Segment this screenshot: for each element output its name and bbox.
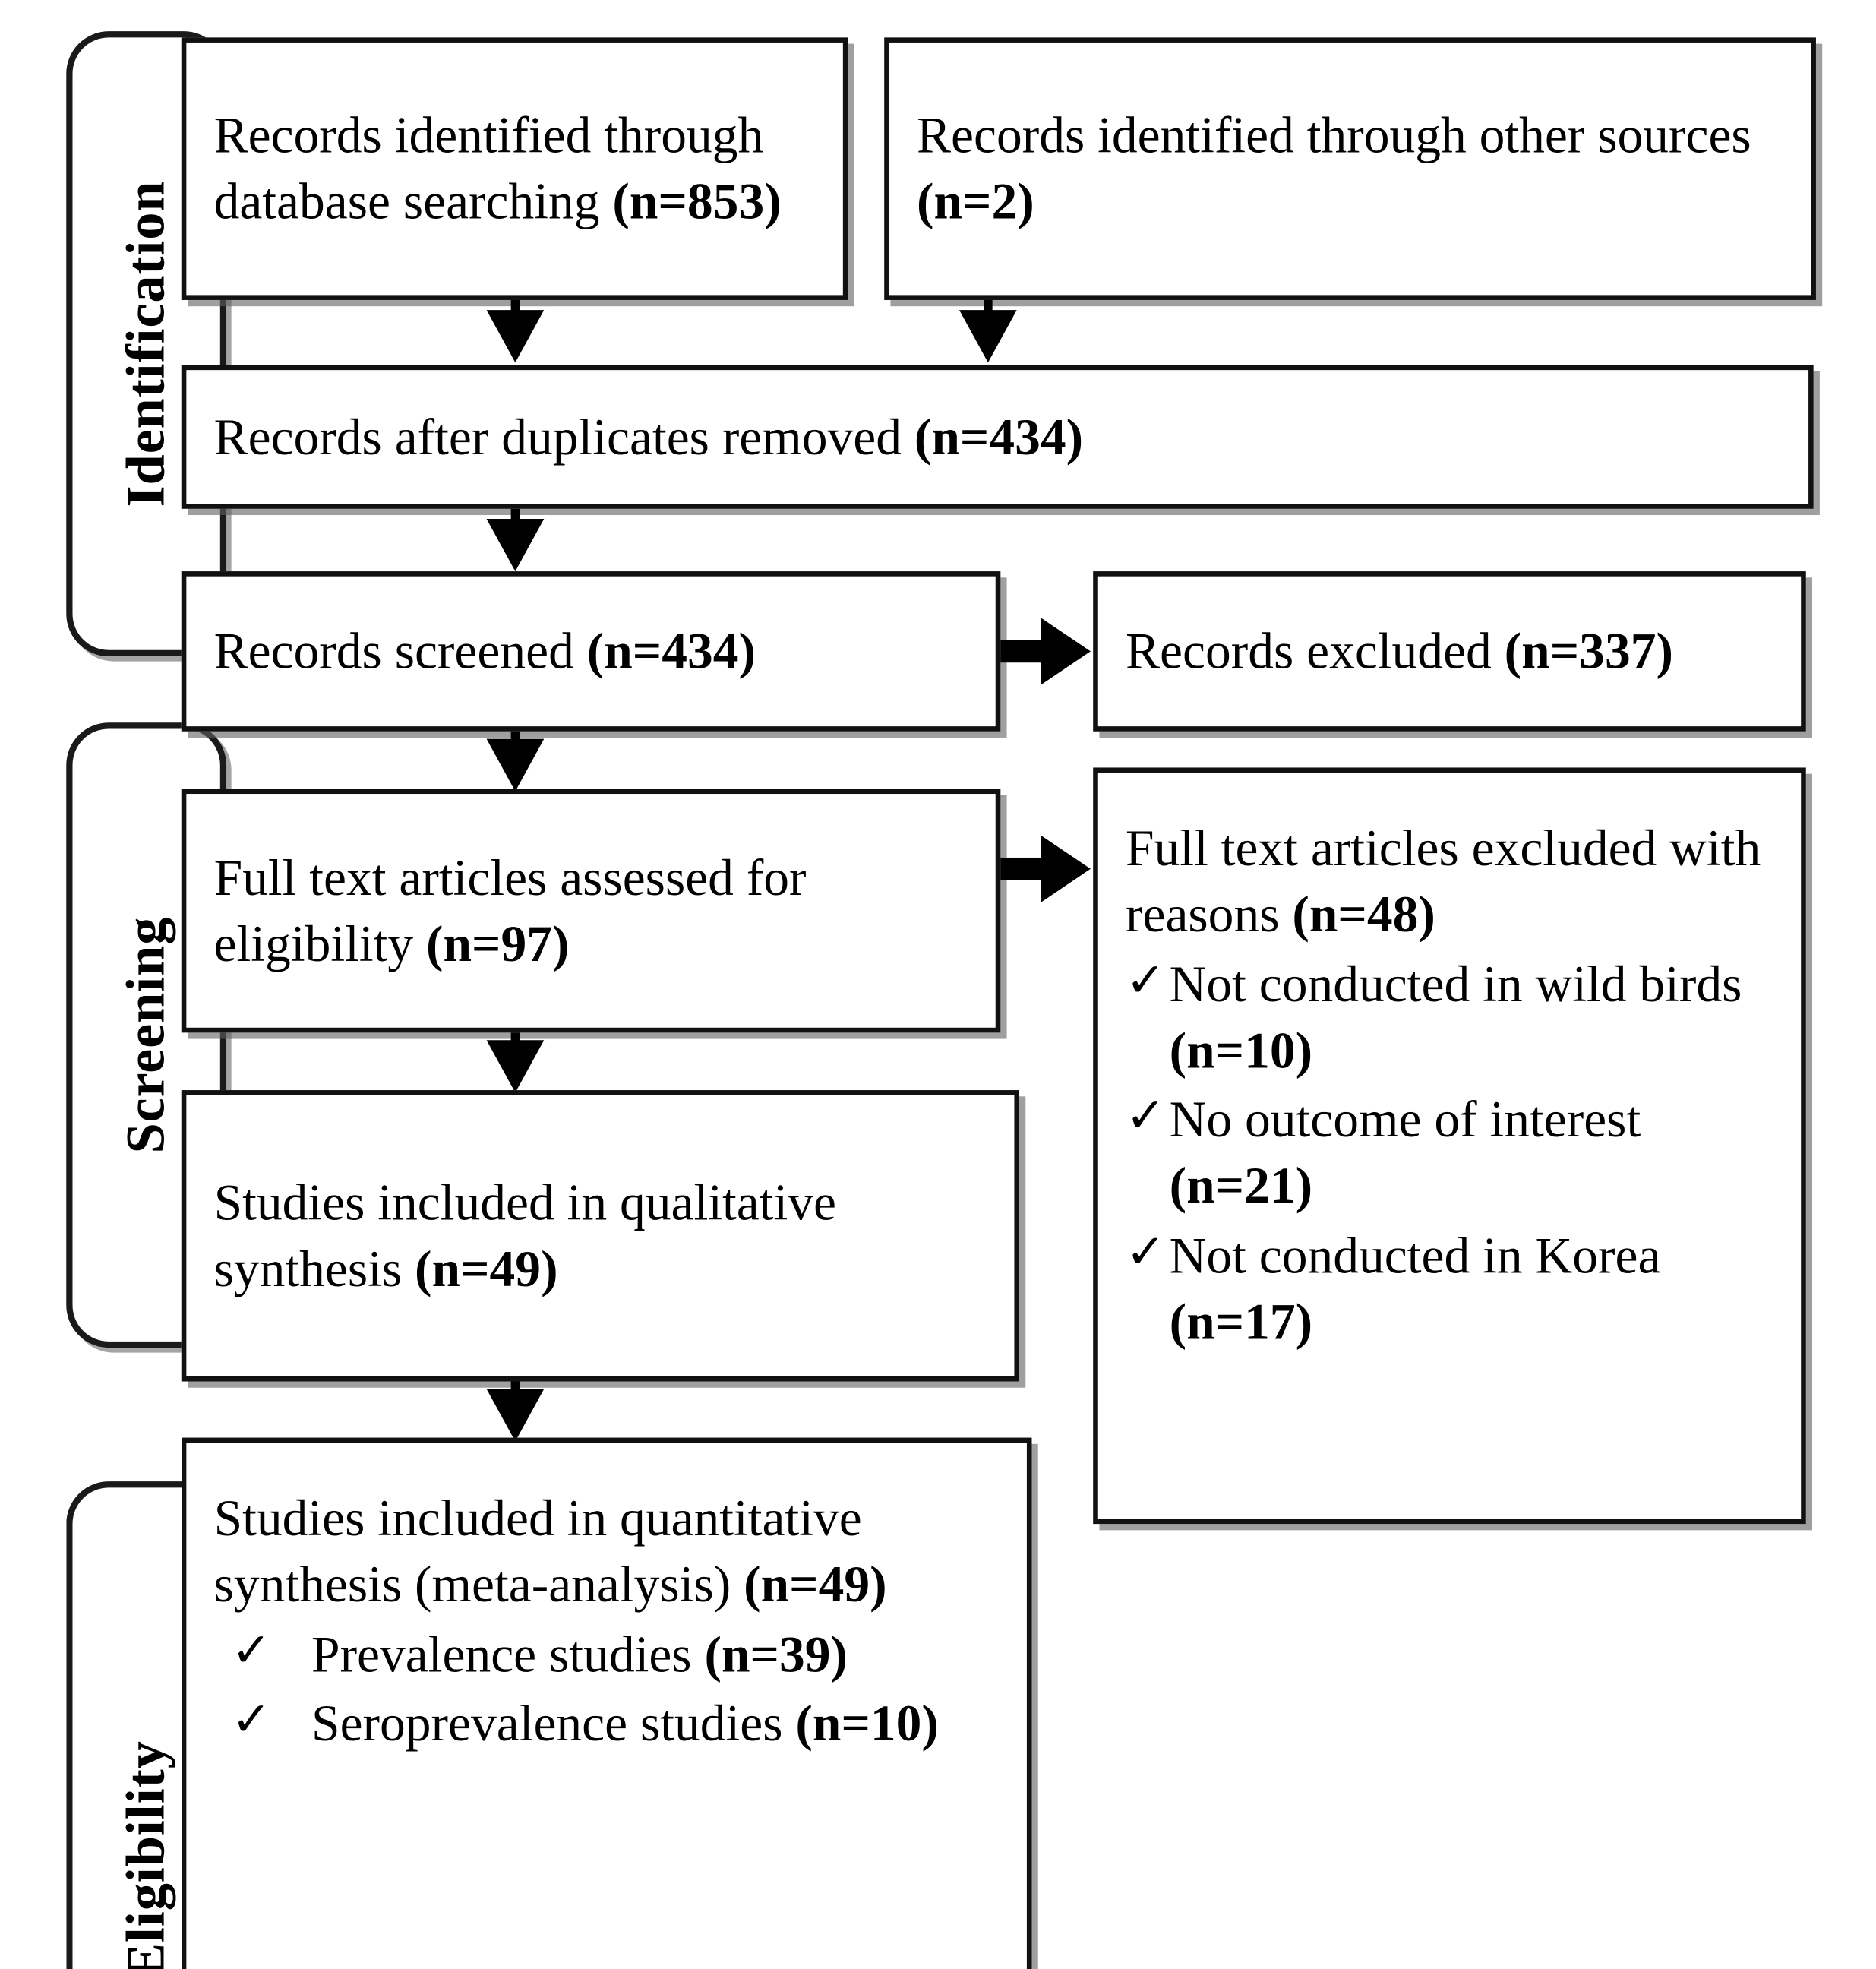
check-icon: ✓ [231,1624,272,1677]
box-quantitative-synthesis-text: Studies included in quantitative synthes… [186,1443,1027,1756]
check-icon: ✓ [1126,954,1166,1007]
box-qualitative-synthesis: Studies included in qualitative synthesi… [181,1090,1020,1382]
box-records-identified-other: Records identified through other sources… [884,37,1816,300]
box-records-screened-text: Records screened (n=434) [213,621,756,680]
list-item-reason-not-korea: ✓Not conducted in Korea (n=17) [1126,1222,1773,1355]
check-icon: ✓ [1126,1226,1166,1279]
arrow-down-icon [486,310,545,363]
list-item-seroprevalence-studies: ✓Seroprevalence studies (n=10) [214,1690,1000,1757]
box-fulltext-assessed: Full text articles assessed for eligibil… [181,789,1001,1033]
stage-eligibility-label: Eligibility [115,1740,177,1969]
arrow-right-icon [1041,835,1091,903]
arrow-right-icon [1041,617,1091,685]
list-item-reason-no-outcome: ✓No outcome of interest (n=21) [1126,1086,1773,1219]
box-records-excluded-text: Records excluded (n=337) [1126,621,1673,680]
check-icon: ✓ [231,1693,272,1746]
stage-identification-label: Identification [115,180,177,507]
box-records-identified-database: Records identified through database sear… [181,37,848,300]
box-records-identified-database-text: Records identified through database sear… [213,106,782,230]
box-fulltext-assessed-text: Full text articles assessed for eligibil… [213,848,807,972]
list-item-reason-wild-birds: ✓Not conducted in wild birds (n=10) [1126,951,1773,1084]
box-fulltext-excluded: Full text articles excluded with reasons… [1093,767,1806,1525]
box-records-excluded: Records excluded (n=337) [1093,571,1806,732]
stage-screening-label: Screening [115,916,177,1154]
box-records-after-duplicates: Records after duplicates removed (n=434) [181,365,1814,509]
arrow-down-icon [486,1389,545,1442]
box-fulltext-excluded-text: Full text articles excluded with reasons… [1098,773,1801,1356]
arrow-down-icon [486,1040,545,1093]
box-records-screened: Records screened (n=434) [181,571,1001,732]
arrow-down-icon [486,518,545,572]
box-qualitative-synthesis-text: Studies included in qualitative synthesi… [213,1173,836,1297]
arrow-down-icon [486,738,545,792]
list-item-prevalence-studies: ✓Prevalence studies (n=39) [214,1621,1000,1688]
box-records-identified-other-text: Records identified through other sources… [917,106,1751,230]
box-records-after-duplicates-text: Records after duplicates removed (n=434) [213,407,1084,465]
arrow-down-icon [959,310,1017,363]
check-icon: ✓ [1126,1090,1166,1143]
box-quantitative-synthesis: Studies included in quantitative synthes… [181,1437,1032,1969]
